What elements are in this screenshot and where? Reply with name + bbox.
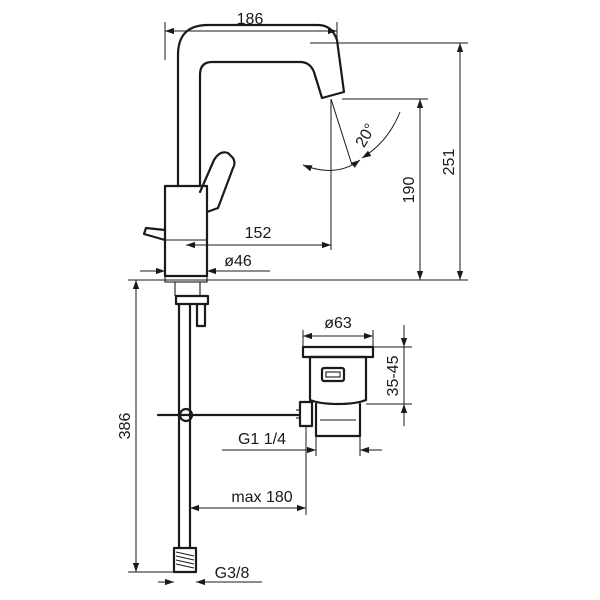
- dim-251: 251: [310, 42, 468, 280]
- dim-46-label: ø46: [224, 253, 252, 270]
- dim-190-label: 190: [401, 177, 418, 204]
- mounting-nut: [174, 294, 210, 306]
- dim-186: 186: [164, 11, 338, 60]
- dim-186-label: 186: [237, 11, 264, 28]
- dim-386-label: 386: [117, 413, 134, 440]
- popup-rod: [142, 226, 167, 242]
- spout-outer: [176, 23, 346, 188]
- popup-waste: [156, 345, 375, 438]
- waste-flange: [301, 345, 375, 359]
- dim-152-label: 152: [245, 225, 272, 242]
- dim-g3-8: G3/8: [158, 565, 262, 586]
- dim-46: ø46: [140, 253, 270, 275]
- dim-g1-1-4-label: G1 1/4: [238, 431, 286, 448]
- rod-joint: [178, 407, 194, 423]
- waste-body: [308, 355, 368, 406]
- waste-tailpiece: [314, 402, 362, 438]
- dim-190: 190: [342, 98, 428, 280]
- dim-angle-20-label: 20°: [353, 121, 380, 150]
- dim-max-180: max 180: [190, 426, 307, 515]
- clevis-connector: [298, 400, 314, 428]
- hose-end-fitting: [172, 546, 198, 574]
- dim-g1-1-4: G1 1/4: [222, 431, 382, 456]
- dim-251-label: 251: [441, 149, 458, 176]
- dim-386: 386: [117, 279, 176, 573]
- dim-angle-20: 20°: [302, 98, 401, 172]
- base-plate: [164, 275, 208, 283]
- dim-35-45-label: 35-45: [385, 355, 402, 396]
- dim-max-180-label: max 180: [231, 489, 292, 506]
- dim-g3-8-label: G3/8: [215, 565, 250, 582]
- main-body: [163, 184, 209, 278]
- lever-handle: [198, 151, 236, 214]
- spout-tip: [313, 73, 323, 99]
- dim-63: ø63: [302, 315, 374, 347]
- dim-152: 152: [186, 170, 332, 250]
- dim-63-label: ø63: [324, 315, 352, 332]
- dim-35-45: 35-45: [366, 325, 412, 426]
